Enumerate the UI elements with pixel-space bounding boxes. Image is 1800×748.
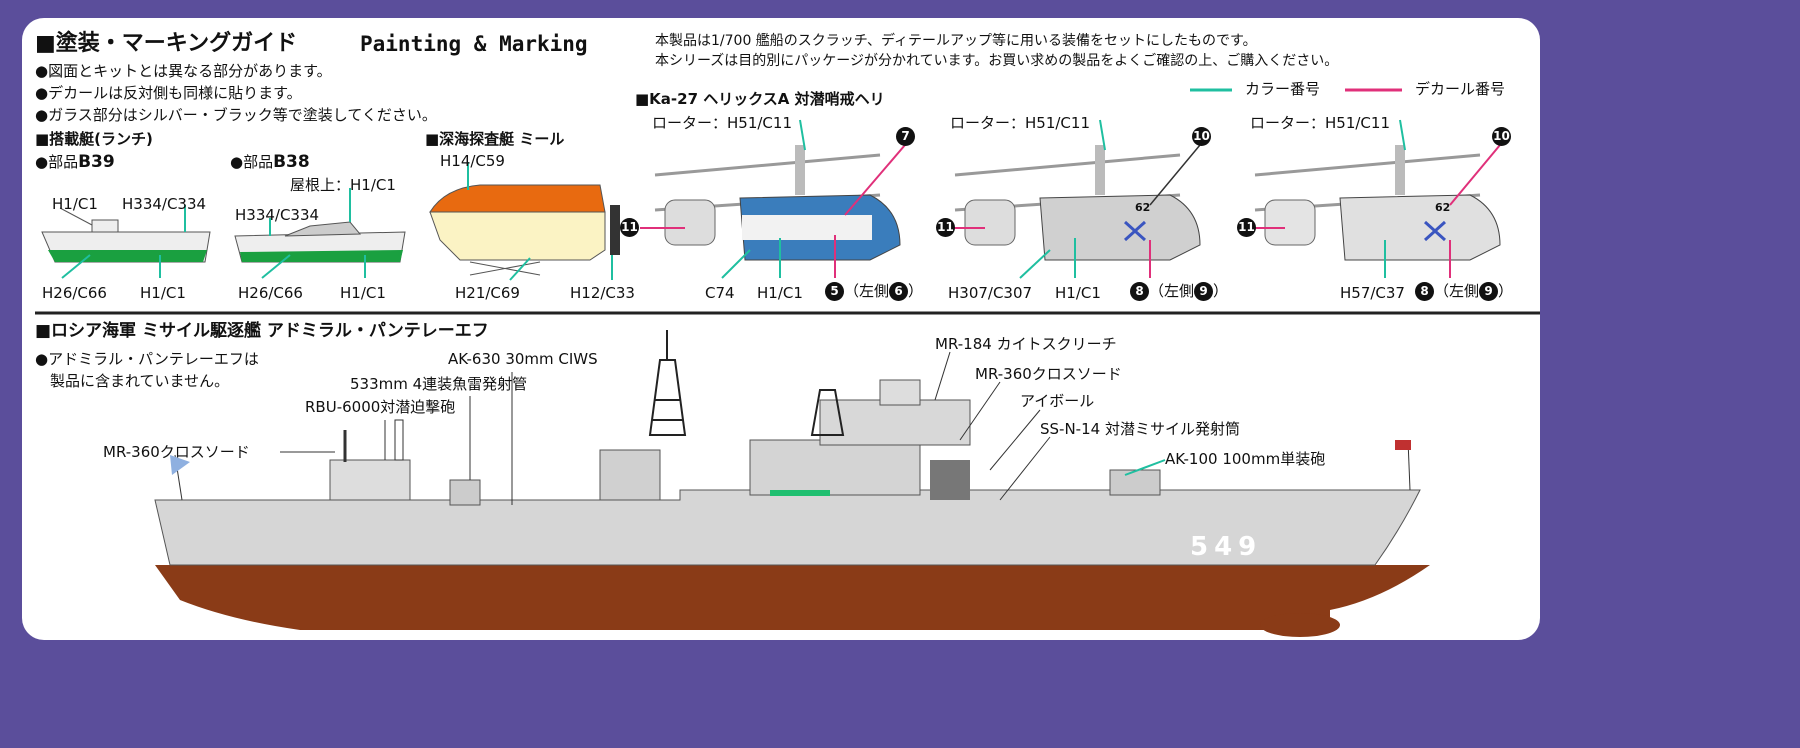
heli2-decal-tail: 11: [936, 218, 955, 237]
destroyer-illustration: [154, 330, 1430, 637]
ka27-helicopter-2: [940, 119, 1201, 279]
legend-color-label: カラー番号: [1245, 80, 1321, 98]
heli1-decal-top: 7: [896, 127, 915, 146]
heli1-decal-tail: 11: [620, 218, 639, 237]
decal-number: 8: [1130, 282, 1149, 301]
decal-number: 8: [1415, 282, 1434, 301]
b39-color-3: H26/C66: [42, 284, 107, 302]
b39-color-4: H1/C1: [140, 284, 186, 302]
hull-number: 549: [1190, 532, 1263, 562]
heli3-decal-top: 10: [1492, 127, 1511, 146]
ship-section-title: ■ロシア海軍 ミサイル駆逐艦 アドミラル・パンテレーエフ: [35, 321, 489, 341]
heli3-decal-tail: 11: [1237, 218, 1256, 237]
decal-number: 9: [1479, 282, 1499, 301]
left-side-text: （左側: [1149, 282, 1195, 300]
heli1-color-2: H1/C1: [757, 284, 803, 302]
mir-color-2: H21/C69: [455, 284, 520, 302]
intro-line-2: 本シリーズは目的別にパッケージが分かれています。お買い求めの製品をよくご確認の上…: [655, 53, 1339, 69]
heli3-color-1: H57/C37: [1340, 284, 1405, 302]
label-ak100: AK-100 100mm単装砲: [1165, 450, 1326, 468]
ship-note-2: 製品に含まれていません。: [50, 372, 230, 390]
b38-label: ●部品B38: [230, 154, 310, 171]
label-ssn14: SS-N-14 対潜ミサイル発射筒: [1040, 420, 1240, 438]
heli2-rotor-color: ローター：H51/C11: [950, 114, 1090, 132]
launch-section-title: ■搭載艇(ランチ): [35, 130, 153, 148]
left-side-text: （左側: [1434, 282, 1480, 300]
part-number: B38: [273, 152, 310, 172]
label-rbu6000: RBU-6000対潜迫撃砲: [305, 398, 456, 416]
note-3: ●ガラス部分はシルバー・ブラック等で塗装してください。: [35, 106, 437, 124]
ship-leader-lines: [384, 351, 1166, 505]
ka27-helicopter-1: [640, 119, 906, 279]
heli1-rotor-color: ローター：H51/C11: [652, 114, 792, 132]
b38-roof-color: 屋根上：H1/C1: [290, 176, 396, 194]
b39-color-2: H334/C334: [122, 195, 207, 213]
decal-number: 5: [825, 282, 844, 301]
ka27-helicopter-3: [1240, 119, 1501, 278]
heli2-color-2: H1/C1: [1055, 284, 1101, 302]
mir-section-title: ■深海探査艇 ミール: [425, 130, 565, 148]
label-eyeball: アイボール: [1020, 392, 1095, 410]
part-number: B39: [78, 152, 115, 172]
mir-color-1: H14/C59: [440, 152, 505, 170]
heli2-code: 62: [1135, 201, 1151, 214]
b39-label: ●部品B39: [35, 154, 115, 171]
decal-number: 9: [1194, 282, 1214, 301]
b38-color-1: H334/C334: [235, 206, 320, 224]
label-mr360-aft: MR-360クロスソード: [103, 443, 250, 461]
b38-color-2: H26/C66: [238, 284, 303, 302]
heli2-decal-top: 10: [1192, 127, 1211, 146]
legend-decal-label: デカール番号: [1415, 80, 1506, 98]
intro-line-1: 本製品は1/700 艦船のスクラッチ、ディテールアップ等に用いる装備をセットにし…: [655, 33, 1257, 49]
launch-b39-illustration: [41, 205, 211, 279]
label-mr360-fwd: MR-360クロスソード: [975, 365, 1122, 383]
paren: ）: [1498, 282, 1514, 300]
label-ak630: AK-630 30mm CIWS: [448, 350, 598, 368]
left-side-text: （左側: [844, 282, 890, 300]
part-prefix: ●部品: [35, 153, 79, 171]
launch-b38-illustration: [234, 188, 406, 279]
ship-note-1: ●アドミラル・パンテレーエフは: [35, 350, 259, 368]
label-torpedo: 533mm 4連装魚雷発射管: [350, 375, 528, 393]
mir-color-3: H12/C33: [570, 284, 635, 302]
label-mr184: MR-184 カイトスクリーチ: [935, 335, 1117, 353]
heli3-code: 62: [1435, 201, 1451, 214]
heli-section-title: ■Ka-27 ヘリックスA 対潜哨戒ヘリ: [635, 90, 885, 108]
note-1: ●図面とキットとは異なる部分があります。: [35, 62, 332, 80]
b39-color-1: H1/C1: [52, 195, 98, 213]
heli3-rotor-color: ローター：H51/C11: [1250, 114, 1390, 132]
title-jp: ■塗装・マーキングガイド: [35, 31, 298, 56]
part-prefix: ●部品: [230, 153, 274, 171]
heli1-color-1: C74: [705, 284, 735, 302]
paren: ）: [908, 282, 924, 300]
note-2: ●デカールは反対側も同様に貼ります。: [35, 84, 302, 102]
paren: ）: [1213, 282, 1229, 300]
mir-submersible-illustration: [429, 162, 620, 281]
title-en: Painting & Marking: [360, 32, 588, 56]
heli2-color-1: H307/C307: [948, 284, 1033, 302]
decal-number: 6: [889, 282, 909, 301]
b38-color-3: H1/C1: [340, 284, 386, 302]
